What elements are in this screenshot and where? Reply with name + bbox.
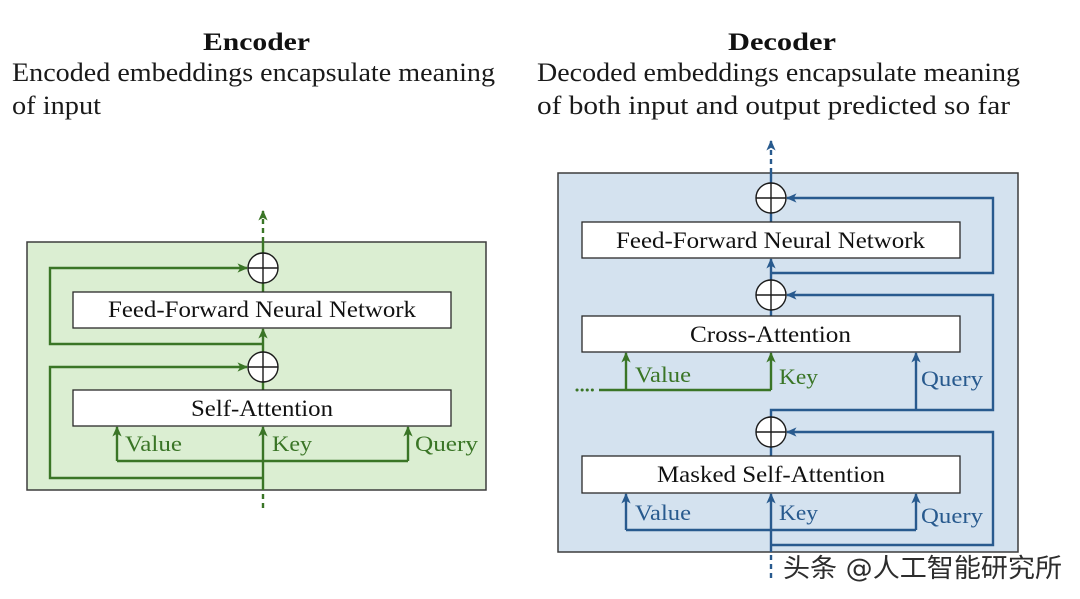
decoder-cross-key-label: Key bbox=[779, 364, 818, 389]
decoder-feed-forward-block bbox=[581, 221, 961, 259]
encoder-connections bbox=[48, 209, 413, 508]
decoder-masked-residual-connection bbox=[771, 427, 995, 547]
decoder-masked-self-attention-block bbox=[581, 455, 961, 494]
encoder-ffn-residual-connection bbox=[48, 263, 263, 346]
decoder-description-line-1: Decoded embeddings encapsulate meaning bbox=[537, 58, 1020, 87]
decoder-section: Decoder Decoded embeddings encapsulate m… bbox=[537, 29, 1020, 578]
decoder-cross-attention-label: Cross-Attention bbox=[690, 322, 852, 347]
encoder-title: Encoder bbox=[203, 29, 310, 56]
encoder-self-attention-block bbox=[72, 389, 452, 427]
plus-sign bbox=[248, 253, 278, 283]
decoder-cross-add-plus-icon bbox=[755, 279, 787, 311]
encoder-feed-forward-block bbox=[72, 291, 452, 329]
encoder-section: Encoder Encoded embeddings encapsulate m… bbox=[12, 29, 495, 508]
decoder-masked-query-label: Query bbox=[921, 503, 983, 528]
decoder-cross-value-label: Value bbox=[635, 362, 691, 387]
encoder-ffn-add-plus-icon bbox=[247, 252, 279, 284]
plus-sign bbox=[756, 280, 786, 310]
plus-sign bbox=[756, 183, 786, 213]
encoder-self-attention-label: Self-Attention bbox=[191, 396, 334, 421]
decoder-ffn-add-plus-icon bbox=[755, 182, 787, 214]
decoder-masked-self-attention-label: Masked Self-Attention bbox=[657, 462, 886, 487]
encoder-description-line-1: Encoded embeddings encapsulate meaning bbox=[12, 58, 495, 87]
decoder-title: Decoder bbox=[728, 29, 836, 56]
encoder-value-label: Value bbox=[125, 431, 182, 456]
decoder-description-line-2: of both input and output predicted so fa… bbox=[537, 91, 1010, 120]
encoder-query-label: Query bbox=[415, 431, 478, 456]
plus-sign bbox=[756, 417, 786, 447]
decoder-masked-add-plus-icon bbox=[755, 416, 787, 448]
decoder-feed-forward-label: Feed-Forward Neural Network bbox=[616, 228, 926, 253]
encoder-key-label: Key bbox=[272, 431, 312, 456]
encoder-attention-add-plus-icon bbox=[247, 351, 279, 383]
decoder-cross-residual-connection bbox=[769, 290, 995, 417]
encoder-feed-forward-label: Feed-Forward Neural Network bbox=[108, 297, 417, 322]
watermark-text: 头条 @人工智能研究所 bbox=[783, 554, 1062, 584]
plus-sign bbox=[248, 352, 278, 382]
decoder-masked-key-label: Key bbox=[779, 500, 818, 525]
decoder-ffn-residual-connection bbox=[771, 193, 995, 275]
decoder-masked-value-label: Value bbox=[635, 500, 691, 525]
encoder-description-line-2: of input bbox=[12, 91, 102, 120]
decoder-connections bbox=[575, 139, 995, 578]
decoder-cross-attention-block bbox=[581, 315, 961, 353]
decoder-cross-query-label: Query bbox=[921, 366, 983, 391]
encoder-attention-residual-connection bbox=[48, 362, 263, 480]
